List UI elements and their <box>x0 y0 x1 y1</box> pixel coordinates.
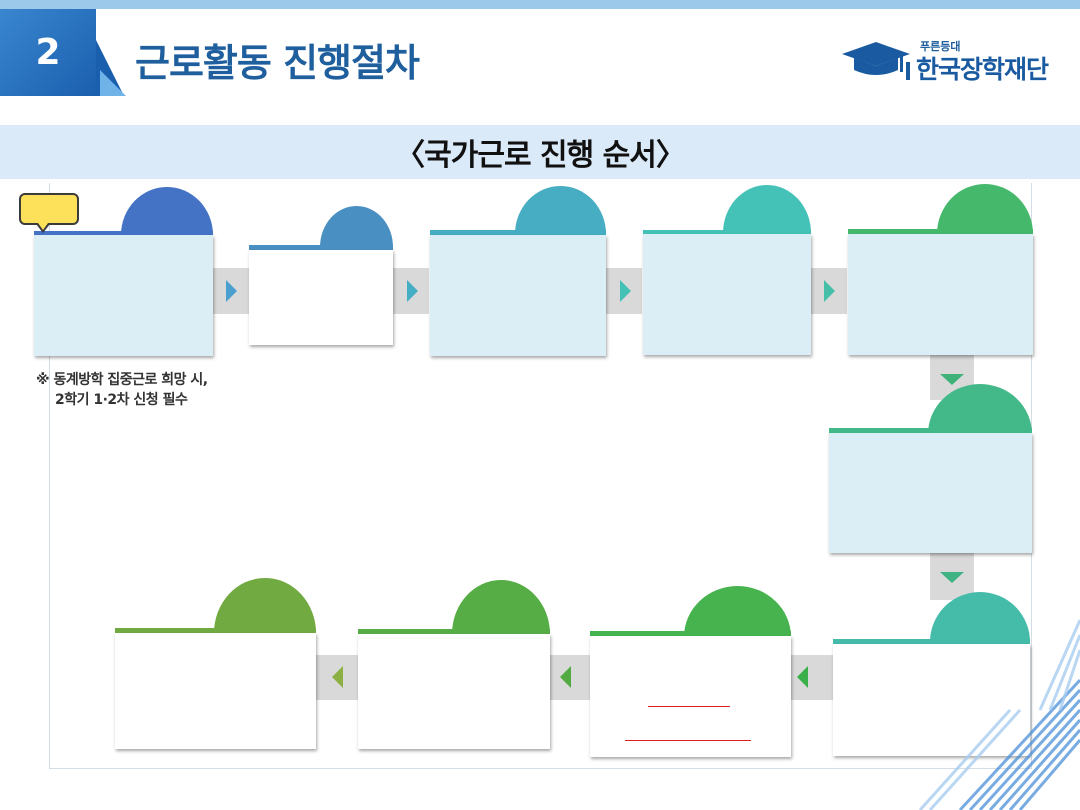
step-5-bar <box>848 229 1033 234</box>
step-6-card <box>829 433 1032 553</box>
step-10-card <box>115 633 316 749</box>
step-6-bar <box>829 428 1032 433</box>
section-number-badge: 2 <box>0 9 96 96</box>
step-5-card <box>848 234 1033 355</box>
step-8-underline-short <box>648 706 730 707</box>
logo-name: 한국장학재단 <box>916 55 1049 84</box>
logo-tagline: 푸른등대 <box>920 40 961 53</box>
step-4-card <box>643 234 811 355</box>
kosaf-logo: 푸른등대 한국장학재단 <box>840 38 1050 86</box>
step-3-bar <box>430 230 606 235</box>
step-3-card <box>430 235 606 356</box>
step-2-card <box>249 250 393 345</box>
footnote-line-1: 동계방학 집중근로 희망 시, <box>53 372 209 388</box>
step-8-card <box>590 636 791 757</box>
speech-bubble-icon <box>19 193 79 225</box>
arrow-right-icon <box>226 280 237 302</box>
arrow-left-icon <box>560 666 571 688</box>
arrow-right-icon <box>620 280 631 302</box>
arrow-left-icon <box>332 666 343 688</box>
step-7-bar <box>833 639 1030 644</box>
step-8-underline-long <box>625 740 751 741</box>
arrow-down-icon <box>940 572 964 583</box>
graduation-cap-icon <box>842 42 910 80</box>
step-4-bar <box>643 230 811 234</box>
top-strip <box>0 0 1080 9</box>
step-10-bar <box>115 628 316 633</box>
diagram-title: 〈국가근로 진행 순서〉 <box>0 125 1080 179</box>
decorative-stripes <box>918 619 1080 810</box>
arrow-right-icon <box>407 280 418 302</box>
arrow-left-icon <box>797 666 808 688</box>
speech-bubble-tail-fill <box>38 223 48 230</box>
page-title: 근로활동 진행절차 <box>135 41 420 85</box>
step-9-card <box>358 634 550 749</box>
step-9-bar <box>358 629 550 634</box>
footnote: ※ 동계방학 집중근로 희망 시, 2학기 1·2차 신청 필수 <box>36 370 208 410</box>
arrow-down-icon <box>940 374 964 385</box>
arrow-right-icon <box>824 280 835 302</box>
step-1-bar <box>34 231 213 235</box>
footnote-line-2: 2학기 1·2차 신청 필수 <box>55 392 188 408</box>
step-8-bar <box>590 631 791 636</box>
step-1-card <box>34 235 213 356</box>
footnote-mark: ※ <box>36 372 50 388</box>
section-badge-accent <box>100 70 126 96</box>
step-2-bar <box>249 245 393 250</box>
